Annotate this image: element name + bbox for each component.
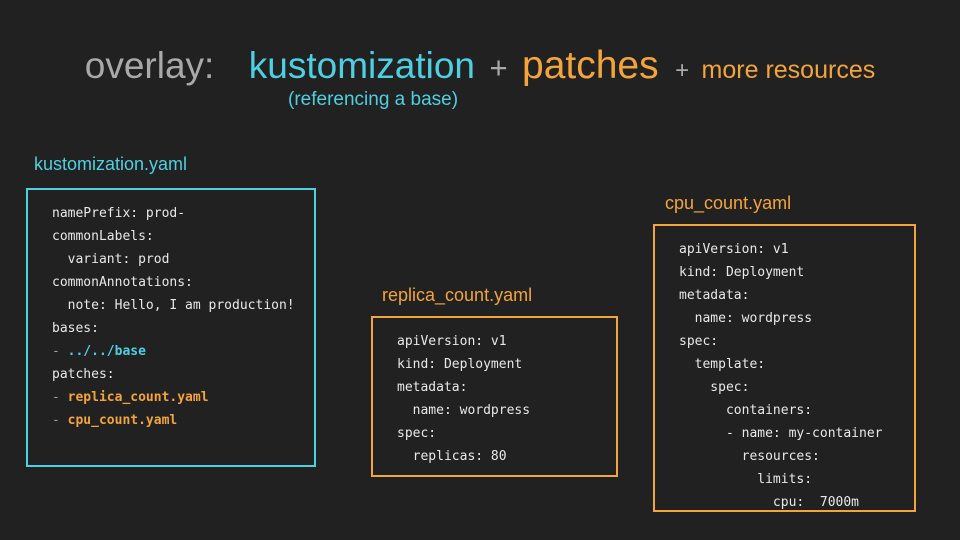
code-line: containers: [679,399,914,422]
code-segment: variant: prod [52,252,170,267]
code-segment: containers: [679,403,813,418]
code-line: name: wordpress [679,307,914,330]
slide-title: overlay: kustomization + patches + more … [0,44,960,88]
code-line: variant: prod [52,248,314,271]
code-segment: cpu_count.yaml [67,413,178,428]
code-segment: namePrefix: prod- [52,206,186,221]
code-line: limits: [679,468,914,491]
code-segment: kind: Deployment [679,265,805,280]
code-segment: metadata: [679,288,750,303]
title-plus-1: + [489,50,508,85]
code-line: spec: [679,330,914,353]
panel-label: cpu_count.yaml [665,193,792,213]
title-more-resources: more resources [701,56,876,84]
code-segment: cpu: 7000m [679,495,860,510]
code-line: commonLabels: [52,225,314,248]
code-line: commonAnnotations: [52,271,314,294]
code-line: note: Hello, I am production! [52,294,314,317]
panel-label: replica_count.yaml [382,285,533,305]
panel-cpu-count-yaml: cpu_count.yaml apiVersion: v1 kind: Deplo… [653,193,916,512]
code-line: metadata: [679,284,914,307]
code-segment: ../../base [67,344,146,359]
title-patches: patches [522,44,659,87]
code-line: cpu: 7000m [679,491,914,514]
code-segment: kind: Deployment [397,357,523,372]
code-segment: spec: [679,380,750,395]
code-segment: bases: [52,321,99,336]
code-segment: replicas: 80 [397,449,507,464]
code-line: spec: [397,422,616,445]
code-segment: name: wordpress [397,403,531,418]
code-box: namePrefix: prod-commonLabels: variant: … [26,188,316,467]
code-line: kind: Deployment [397,353,616,376]
code-line: namePrefix: prod- [52,202,314,225]
code-line: replicas: 80 [397,445,616,468]
code-line: kind: Deployment [679,261,914,284]
code-segment: - name: my-container [679,426,883,441]
code-segment: - [52,344,68,359]
code-segment: template: [679,357,766,372]
code-segment: spec: [679,334,719,349]
code-segment: note: Hello, I am production! [52,298,295,313]
code-line: apiVersion: v1 [679,238,914,261]
code-line: spec: [679,376,914,399]
code-line: metadata: [397,376,616,399]
code-line: patches: [52,363,314,386]
code-line: - cpu_count.yaml [52,409,314,432]
code-line: - name: my-container [679,422,914,445]
code-segment: commonLabels: [52,229,154,244]
code-segment: spec: [397,426,437,441]
code-segment: - [52,413,68,428]
title-subtitle: (referencing a base) [288,89,459,110]
title-plus-2: + [675,57,690,84]
code-segment: apiVersion: v1 [397,334,507,349]
code-segment: replica_count.yaml [67,390,209,405]
title-overlay: overlay: [84,45,215,86]
code-line: - ../../base [52,340,314,363]
code-segment: patches: [52,367,115,382]
panel-replica-count-yaml: replica_count.yaml apiVersion: v1 kind: D… [371,285,618,477]
code-line: bases: [52,317,314,340]
title-kustomization: kustomization [248,45,475,86]
code-segment: metadata: [397,380,468,395]
code-segment: name: wordpress [679,311,813,326]
code-segment: limits: [679,472,813,487]
code-segment: commonAnnotations: [52,275,193,290]
code-line: - replica_count.yaml [52,386,314,409]
panel-kustomization-yaml: kustomization.yaml namePrefix: prod-comm… [26,154,316,467]
code-segment: - [52,390,68,405]
code-segment: resources: [679,449,820,464]
code-line: apiVersion: v1 [397,330,616,353]
code-line: template: [679,353,914,376]
panel-label: kustomization.yaml [34,154,188,174]
code-line: resources: [679,445,914,468]
code-line: name: wordpress [397,399,616,422]
code-segment: apiVersion: v1 [679,242,789,257]
